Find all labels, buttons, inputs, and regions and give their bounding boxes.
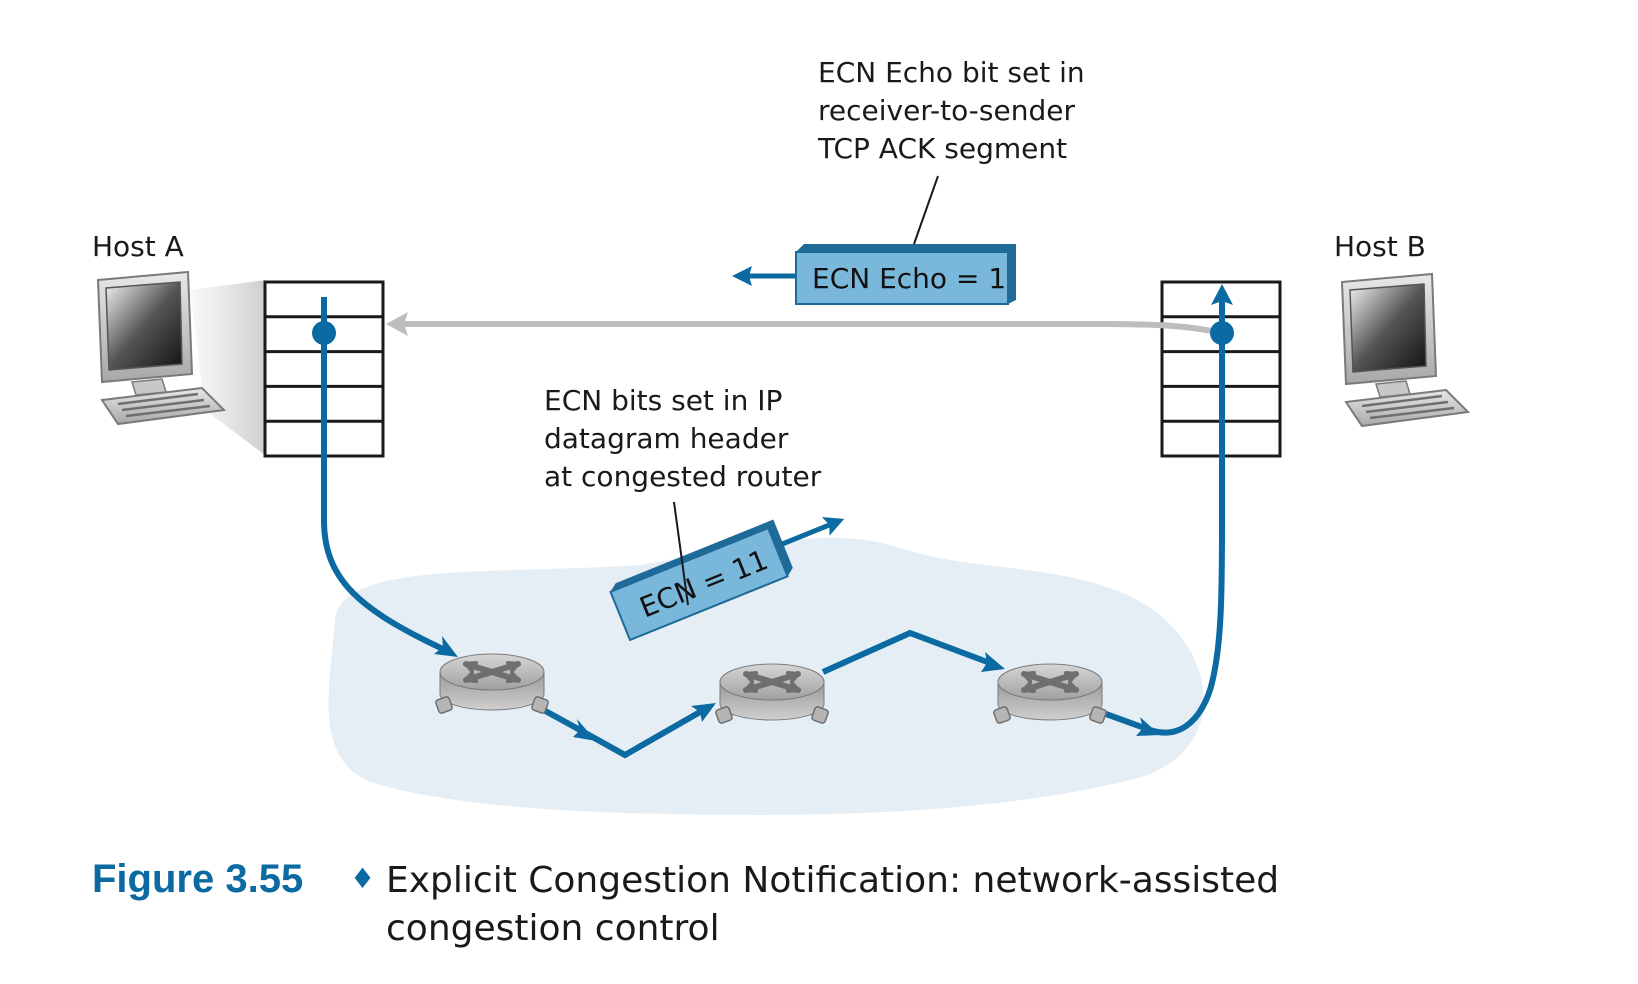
data-arrowhead-2: [573, 719, 596, 741]
data-path-4: [1093, 300, 1225, 736]
data-arrowhead-5: [1136, 717, 1160, 736]
router-ports: [435, 696, 1107, 724]
figure-number: Figure 3.55: [92, 857, 303, 901]
ip-annotation-line2: datagram header: [544, 422, 789, 455]
data-arrowhead-6: [1211, 284, 1233, 305]
host-a-beam: [190, 280, 265, 455]
echo-leader-line: [913, 175, 939, 245]
data-arrowhead-1: [434, 636, 458, 657]
data-path: [321, 297, 447, 653]
host-b-label: Host B: [1334, 230, 1426, 263]
data-path-3: [821, 629, 992, 675]
ecn-echo-label: ECN Echo = 1: [812, 262, 1006, 295]
host-b-stack-dot: [1210, 321, 1234, 345]
ack-path: [400, 321, 1223, 336]
echo-annotation-line1: ECN Echo bit set in: [818, 56, 1085, 89]
ecn-packet: ECN = 11: [609, 517, 845, 642]
ip-annotation-line3: at congested router: [544, 460, 822, 493]
host-a-stack-dot: [312, 321, 336, 345]
ecn-leader-line: [673, 501, 689, 606]
host-a-label: Host A: [92, 230, 184, 263]
echo-annotation-line3: TCP ACK segment: [817, 132, 1067, 165]
data-path-2: [538, 705, 702, 759]
ack-arrowhead: [386, 312, 408, 336]
caption-separator: ♦: [350, 862, 375, 895]
caption-line1: Explicit Congestion Notification: networ…: [386, 860, 1279, 901]
router-1-icon[interactable]: [440, 654, 544, 710]
host-b-icon[interactable]: [1340, 272, 1470, 428]
router-2-icon[interactable]: [720, 664, 824, 720]
caption-line2: congestion control: [386, 908, 720, 949]
router-3-icon[interactable]: [998, 664, 1102, 720]
echo-annotation-line2: receiver-to-sender: [818, 94, 1075, 127]
ecn-echo-packet: ECN Echo = 1: [732, 244, 1016, 305]
data-arrowhead-4: [981, 652, 1005, 672]
ip-annotation-line1: ECN bits set in IP: [544, 384, 782, 417]
data-arrowhead-3: [691, 703, 716, 722]
